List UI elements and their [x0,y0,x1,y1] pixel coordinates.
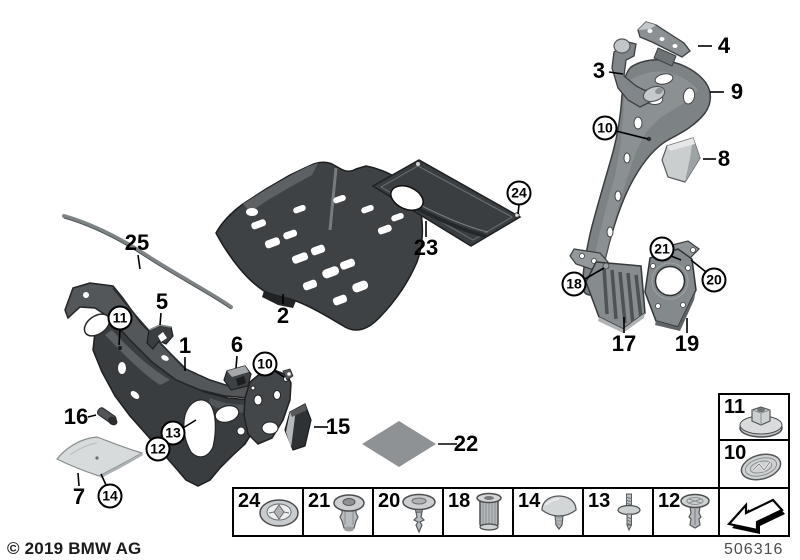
callout-1: 1 [178,333,192,358]
part-17-bracket-panel [569,248,646,333]
part-5-clip [146,324,174,350]
legend-cell-21-number: 21 [308,490,331,512]
part-15-pad [284,403,312,451]
callout-15: 15 [325,414,351,439]
legend-cell-13: 13 [582,487,654,537]
leader-lines [77,45,724,487]
part-7-hood-pad [56,436,144,478]
callout-17: 17 [611,331,637,356]
legend-cell-24: 24 [232,487,304,537]
spreading-clip-icon [402,493,436,534]
callout-circled-12: 12 [145,436,171,462]
part-16-clip [96,407,118,426]
callout-4: 4 [717,33,731,58]
legend-cell-10-number: 10 [724,442,747,464]
part-6-clip [223,365,252,391]
legend-cell-18-number: 18 [448,490,471,512]
legend-cell-18: 18 [442,487,514,537]
legend-cell-14: 14 [512,487,584,537]
blind-rivet-nut-icon [476,492,502,531]
part-23-floor-panel [371,159,522,247]
callout-8: 8 [717,146,731,171]
callout-circled-18: 18 [561,271,587,297]
legend-cell-arrow [718,487,790,537]
callout-circled-24: 24 [506,180,532,206]
callout-circled-14: 14 [97,483,123,509]
diagram-number: 506316 [724,541,784,558]
legend-cell-13-number: 13 [588,490,611,512]
part-4-bracket [637,21,691,67]
part-2-rear-seat-insulation [215,161,424,331]
push-nut-washer-icon [259,499,299,527]
callout-5: 5 [155,289,169,314]
callout-22: 22 [453,431,479,456]
callout-circled-10-upper: 10 [592,115,618,141]
callout-2: 2 [276,303,290,328]
callout-25: 25 [124,230,150,255]
legend-cell-20: 20 [372,487,444,537]
callout-6: 6 [230,332,244,357]
callout-circled-20: 20 [701,267,727,293]
legend-cell-12: 12 [652,487,720,537]
part-25-seal-strip [62,214,233,310]
legend-cell-14-number: 14 [518,490,541,512]
direction-arrow-icon [726,498,785,534]
part-8-pad [661,137,701,183]
legend-cell-12-number: 12 [658,490,681,512]
legend-cell-20-number: 20 [378,490,401,512]
legend-cell-11-number: 11 [724,396,746,418]
callout-19: 19 [674,331,700,356]
copyright-text: © 2019 BMW AG [7,539,142,558]
callout-circled-10-mid: 10 [252,351,278,377]
legend-cell-10: 10 [718,439,790,489]
callout-3: 3 [592,58,606,83]
part-22-damping-sheet [362,421,436,467]
cover-cap-icon [541,495,577,530]
callout-16: 16 [63,404,89,429]
callout-circled-21: 21 [649,236,675,262]
legend-cell-11: 11 [718,393,790,441]
legend-cell-21: 21 [302,487,374,537]
expanding-rivet-icon [680,493,710,529]
oval-grommet-icon [740,453,782,481]
callout-7: 7 [72,484,86,509]
part-1-firewall-insulation [64,282,294,487]
callout-23: 23 [413,235,439,260]
legend-cell-24-number: 24 [238,490,261,512]
stud-screw-icon [617,493,641,532]
expansion-rivet-icon [333,494,365,532]
callout-9: 9 [730,79,744,104]
part-3-bracket [611,38,666,108]
callout-circled-11: 11 [107,305,133,331]
flange-nut-icon [739,406,783,438]
